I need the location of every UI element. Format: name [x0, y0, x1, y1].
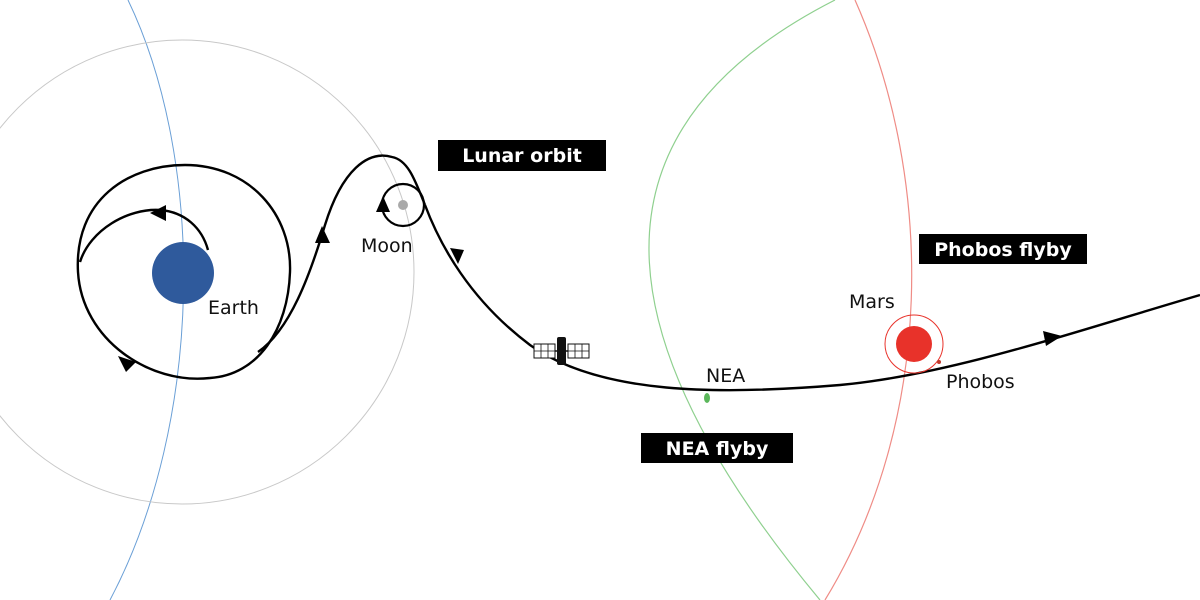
arrow-departure: [1043, 331, 1062, 346]
phobos: [937, 360, 941, 364]
lunar-orbit-tag-box: [438, 140, 606, 171]
phobos-flyby-tag-box: [919, 234, 1087, 264]
mars-orbit: [824, 0, 913, 600]
outer-phasing-loop: [76, 163, 292, 380]
satellite-icon: [533, 337, 590, 365]
arrow-inner-loop: [150, 205, 166, 221]
lunar-orbit-tag: Lunar orbit: [462, 145, 582, 167]
arrow-translunar: [315, 226, 330, 243]
nea-flyby-tag: NEA flyby: [666, 438, 769, 460]
nea-flyby-tag-box: [641, 433, 793, 463]
earth-label: Earth: [208, 297, 259, 319]
moon: [398, 200, 408, 210]
mars: [896, 326, 932, 362]
mars-label: Mars: [849, 291, 895, 313]
interplanetary-trajectory: [423, 204, 1200, 392]
phobos-flyby-tag: Phobos flyby: [934, 239, 1072, 261]
moon-orbit-ring: [0, 39, 415, 505]
nea-label: NEA: [706, 365, 745, 387]
nea-body: [704, 393, 710, 403]
phobos-label: Phobos: [946, 371, 1015, 393]
arrow-lunar-orbit: [376, 196, 390, 212]
nea-orbit: [648, 0, 836, 600]
phobos-orbit-ring: [884, 314, 944, 374]
earth: [152, 242, 214, 304]
arrow-outer-loop: [118, 356, 136, 372]
arrow-after-moon: [450, 248, 464, 264]
translunar-arc: [257, 154, 427, 353]
moon-label: Moon: [361, 235, 413, 257]
